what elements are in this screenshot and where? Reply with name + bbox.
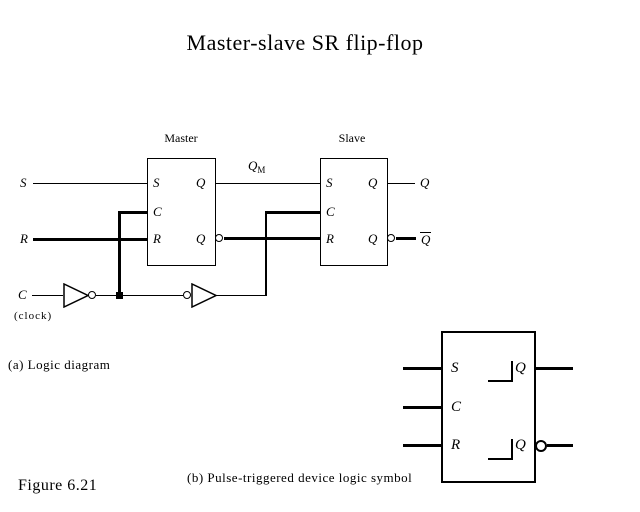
master-block-label: Master — [164, 131, 198, 145]
slave-qbar-bubble-icon — [387, 234, 395, 242]
master-pin-s: S — [153, 175, 160, 190]
wire-slave-qbar-out — [396, 237, 416, 240]
symbol-pin-r: R — [451, 437, 461, 453]
master-pin-qbar: Q — [196, 231, 206, 246]
slave-pin-q: Q — [368, 175, 378, 190]
input-s-label: S — [20, 175, 27, 190]
input-r-label: R — [20, 231, 28, 246]
wire-clock-out2 — [216, 295, 266, 296]
wire-s-input — [33, 183, 147, 184]
slave-block-label: Slave — [338, 131, 366, 145]
caption-a: (a) Logic diagram — [8, 357, 111, 372]
master-flipflop-box — [147, 158, 216, 266]
slave-pin-c: C — [326, 204, 335, 219]
master-pin-q: Q — [196, 175, 206, 190]
symbol-qbar-bubble-icon — [535, 440, 547, 452]
qm-wire-label: QM — [248, 158, 266, 176]
inversion-bubble-icon — [88, 291, 96, 299]
master-pin-r: R — [153, 231, 161, 246]
inversion-bubble-icon — [183, 291, 191, 299]
symbol-c-stub — [403, 406, 441, 409]
wire-clock-mid — [96, 295, 183, 296]
input-c-label: C — [18, 287, 27, 302]
slave-pin-s: S — [326, 175, 333, 190]
clock-note: (clock) — [14, 310, 53, 322]
wire-slave-c-horizontal — [265, 211, 320, 214]
wire-slave-q-out — [388, 183, 415, 184]
wire-qm — [216, 183, 320, 184]
master-qbar-bubble-icon — [215, 234, 223, 242]
page-title: Master-slave SR flip-flop — [186, 30, 424, 55]
wire-clock-lead — [32, 295, 63, 296]
slave-pin-qbar: Q — [368, 231, 378, 246]
output-q-label: Q — [420, 175, 430, 190]
symbol-qbar-out-line — [547, 444, 573, 447]
symbol-pin-s: S — [451, 360, 459, 376]
postponed-output-icon — [511, 361, 513, 382]
output-qbar-label: Q — [420, 232, 432, 247]
symbol-q-bottom: Q — [515, 437, 526, 453]
wire-clock-to-master-c-vertical — [118, 213, 121, 295]
wire-r-input — [33, 238, 147, 241]
caption-b: (b) Pulse-triggered device logic symbol — [187, 470, 413, 485]
symbol-q-out-line — [536, 367, 573, 370]
slave-flipflop-box — [320, 158, 388, 266]
postponed-output-icon — [488, 380, 513, 382]
postponed-output-icon — [488, 458, 513, 460]
symbol-s-stub — [403, 367, 441, 370]
symbol-q-top: Q — [515, 360, 526, 376]
figure-number: Figure 6.21 — [18, 477, 98, 494]
symbol-pin-c: C — [451, 399, 462, 415]
postponed-output-icon — [511, 439, 513, 460]
wire-master-qbar-to-slave-r — [224, 237, 320, 240]
slave-pin-r: R — [326, 231, 334, 246]
symbol-r-stub — [403, 444, 441, 447]
wire-master-c-horizontal — [118, 211, 147, 214]
not-gate-2-icon — [191, 283, 217, 308]
wire-junction-dot-icon — [116, 292, 123, 299]
wire-clock-to-slave-c-vertical — [265, 213, 267, 296]
not-gate-1-icon — [63, 283, 89, 308]
symbol-box — [441, 331, 536, 483]
master-pin-c: C — [153, 204, 162, 219]
